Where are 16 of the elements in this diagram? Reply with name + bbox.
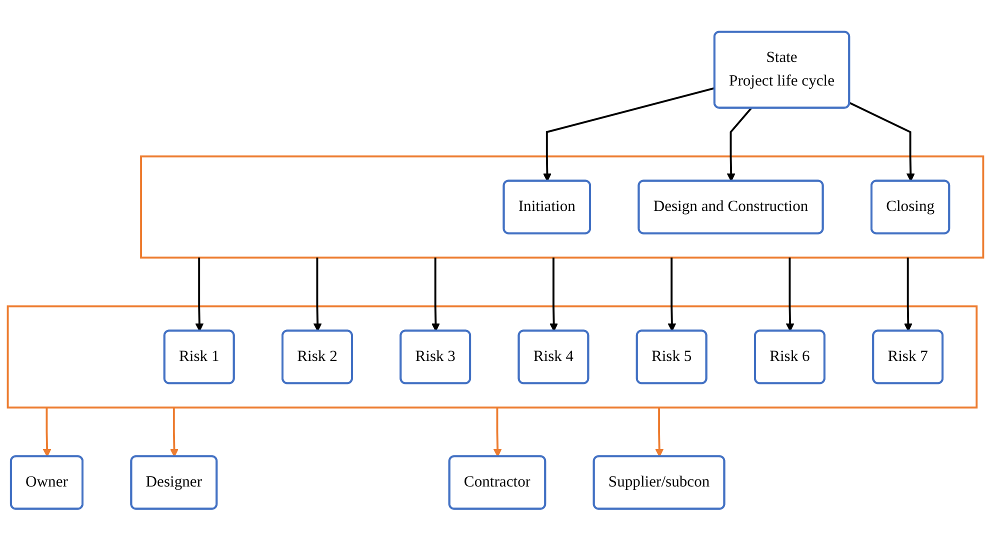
arrow xyxy=(786,257,794,332)
arrow xyxy=(313,257,322,332)
arrow xyxy=(550,257,558,332)
cluster xyxy=(140,155,984,258)
arrow xyxy=(42,407,52,457)
cluster xyxy=(6,305,978,408)
arrow xyxy=(493,407,502,457)
arrow xyxy=(542,86,716,182)
arrow xyxy=(195,257,204,332)
arrow xyxy=(431,257,440,332)
arrow xyxy=(726,107,752,182)
arrow xyxy=(668,257,676,332)
arrow xyxy=(655,407,664,457)
arrow xyxy=(170,407,179,457)
arrow xyxy=(904,257,912,332)
arrow xyxy=(849,102,915,182)
